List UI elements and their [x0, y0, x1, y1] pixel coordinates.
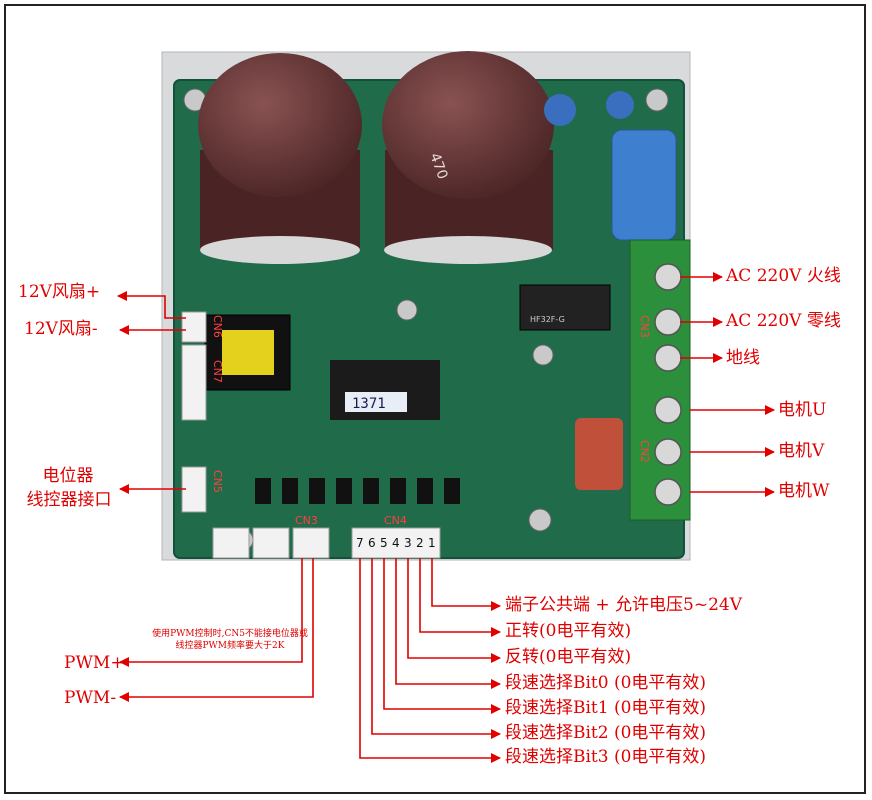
connector-cn6 [181, 311, 207, 343]
cn4-mark: CN4 [384, 514, 407, 527]
arrow-pwm-plus [119, 558, 303, 667]
pot-label-line2: 线控器接口 [26, 490, 112, 510]
bit2-label: 段速选择Bit2 (0电平有效) [505, 723, 707, 743]
cn4-pin-5: 5 [380, 536, 388, 550]
bottom-connector-2 [252, 527, 290, 559]
motor-v-label: 电机V [778, 441, 825, 461]
relay [519, 284, 611, 331]
capacitor-right: 470 [382, 51, 554, 264]
relay-label: HF32F-G [530, 315, 565, 324]
bit3-label: 段速选择Bit3 (0电平有效) [505, 747, 707, 767]
blue-disc-capacitor [544, 94, 576, 126]
cn2-mark: CN2 [638, 440, 651, 463]
fan-minus-label: 12V风扇- [24, 319, 98, 339]
arrow-cn4-pin-4 [395, 558, 501, 689]
pwm-plus-label: PWM+ [64, 653, 125, 673]
bottom-connector-3 [292, 527, 330, 559]
arrow-cn4-pin-5 [383, 558, 501, 714]
pwm-note: 使用PWM控制时,CN5不能接电位器或线控器PWM频率要大于2K [152, 629, 308, 651]
cn4-pin-6: 6 [368, 536, 376, 550]
pwm-minus-label: PWM- [64, 688, 117, 708]
transformer-coil [222, 330, 274, 375]
blue-disc-capacitor-2 [606, 91, 634, 119]
forward-label: 正转(0电平有效) [505, 621, 632, 641]
cn5-mark: CN5 [211, 470, 224, 493]
motor-u-label: 电机U [778, 400, 827, 420]
bottom-connector-1 [212, 527, 250, 559]
arrow-cn4-pin-3 [407, 558, 501, 663]
blue-capacitor [611, 129, 677, 241]
red-capacitor [575, 418, 623, 490]
fan-plus-label: 12V风扇+ [18, 282, 101, 302]
arrow-cn4-pin-2 [419, 558, 501, 637]
pot-label-line1: 电位器 [42, 466, 94, 486]
cn4-pin-2: 2 [416, 536, 424, 550]
connector-cn4 [351, 527, 441, 559]
mosfet-row [255, 478, 460, 504]
cn4-pin-3: 3 [404, 536, 412, 550]
arrow-cn4-pin-1 [431, 558, 501, 611]
arrow-fan-plus [117, 291, 186, 319]
arrow-pwm-minus [119, 558, 314, 702]
ac-live-label: AC 220V 火线 [726, 266, 841, 286]
bit1-label: 段速选择Bit1 (0电平有效) [505, 698, 707, 718]
arrow-cn4-pin-6 [371, 558, 501, 739]
bit0-label: 段速选择Bit0 (0电平有效) [505, 673, 707, 693]
ic-label-sticker [345, 392, 407, 412]
ground-label: 地线 [726, 348, 760, 368]
cn7-mark: CN7 [211, 360, 224, 383]
motor-w-label: 电机W [778, 481, 830, 501]
ic-display-text: 1371 [352, 396, 386, 412]
terminal-common-label: 端子公共端 + 允许电压5~24V [505, 595, 743, 615]
annotation-arrows [117, 272, 775, 763]
ac-neutral-label: AC 220V 零线 [726, 311, 841, 331]
cn3-mark: CN3 [638, 315, 651, 338]
cn3-bottom-mark: CN3 [295, 514, 318, 527]
cn4-pin-7: 7 [356, 536, 364, 550]
reverse-label: 反转(0电平有效) [505, 647, 632, 667]
capacitor-left [198, 53, 362, 264]
terminal-screws [654, 263, 682, 506]
cn6-mark: CN6 [211, 315, 224, 338]
connector-cn7 [181, 344, 207, 421]
arrow-cn4-pin-7 [359, 558, 501, 763]
cn4-pin-1: 1 [428, 536, 436, 550]
cn4-pin-4: 4 [392, 536, 400, 550]
